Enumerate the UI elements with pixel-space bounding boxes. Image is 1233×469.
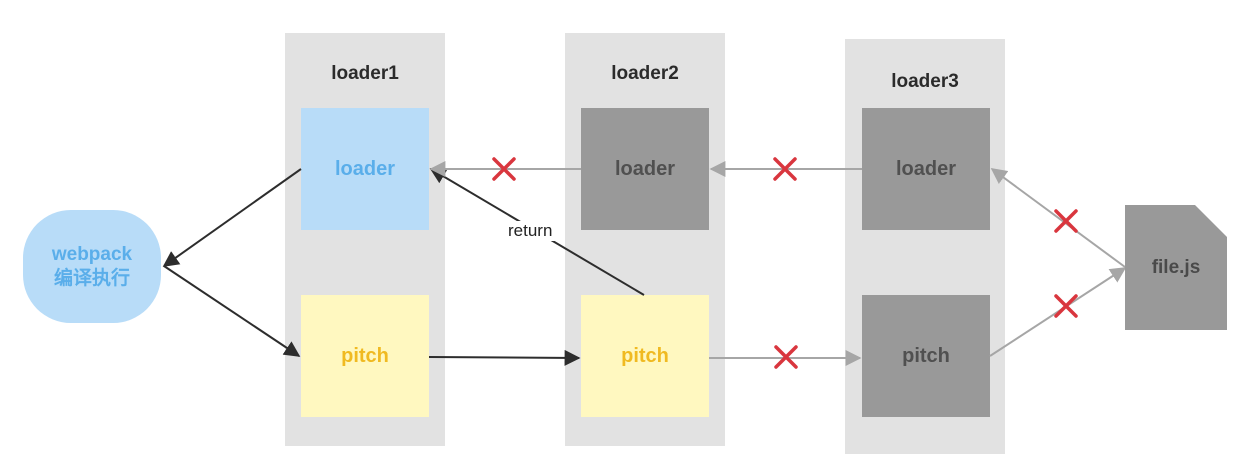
loader1-title: loader1 — [331, 63, 399, 84]
loader1-normal-box: loader — [301, 108, 429, 230]
loader2-pitch-box: pitch — [581, 295, 709, 417]
webpack-subtitle: 编译执行 — [53, 267, 130, 289]
return-label: return — [505, 221, 556, 241]
loader3-title: loader3 — [891, 71, 959, 92]
loader2-title: loader2 — [611, 63, 679, 84]
arrow-webpack-to-pitch1 — [163, 265, 301, 357]
cross-icon — [773, 157, 797, 181]
loader2-normal-box: loader — [581, 108, 709, 230]
cross-icon — [1054, 209, 1078, 233]
file-label: file.js — [1151, 257, 1201, 278]
file-node: file.js — [1125, 205, 1227, 330]
loader3-pitch-box: pitch — [862, 295, 990, 417]
arrow-loader1-to-webpack — [162, 168, 302, 267]
loader1-pitch-box: pitch — [301, 295, 429, 417]
cross-icon — [492, 157, 516, 181]
cross-icon — [774, 345, 798, 369]
webpack-title: webpack — [51, 243, 133, 265]
arrow-pitch3-to-file — [989, 267, 1127, 357]
webpack-node: webpack 编译执行 — [23, 210, 161, 323]
loader3-normal-box: loader — [862, 108, 990, 230]
cross-icon — [1054, 294, 1078, 318]
file-icon — [1125, 205, 1227, 330]
arrow-file-to-loader3 — [990, 168, 1126, 268]
arrow-pitch1-to-pitch2 — [428, 349, 581, 366]
